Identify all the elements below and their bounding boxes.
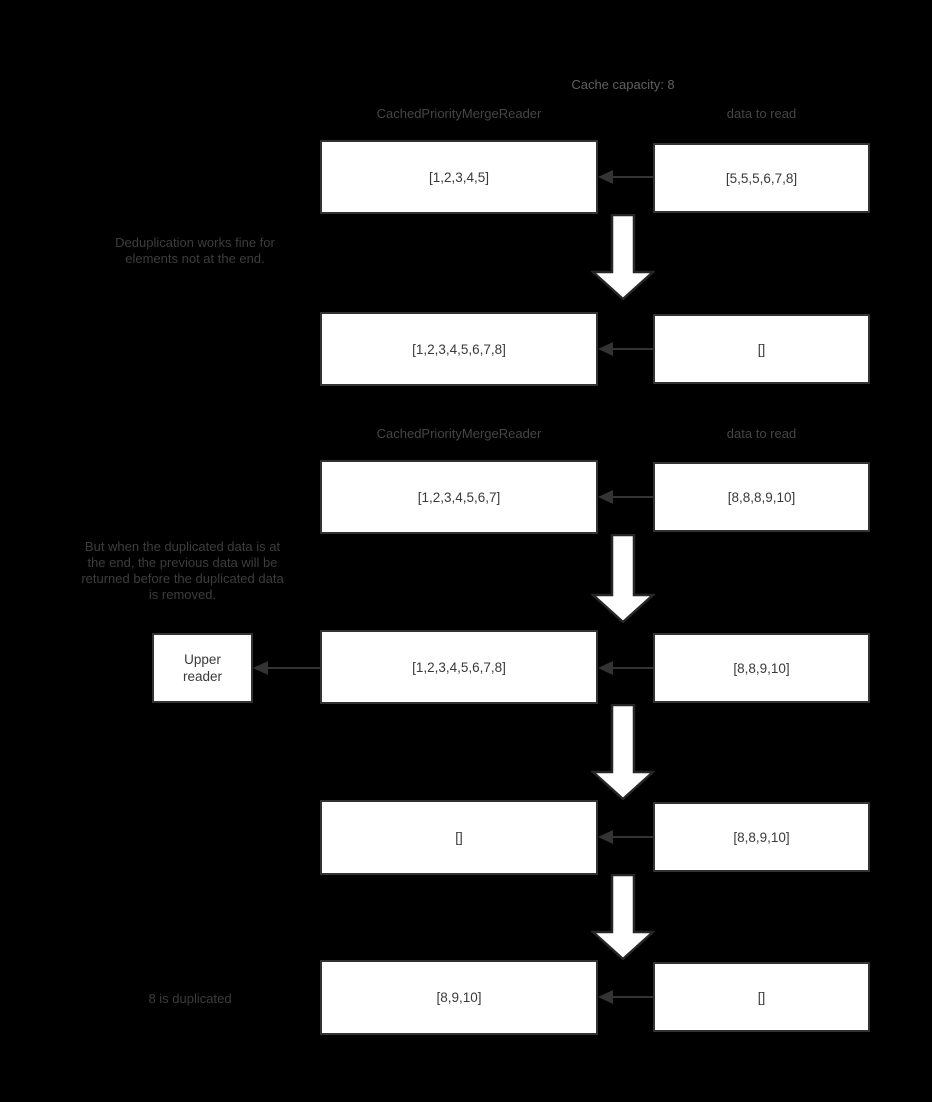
cache-capacity-label: Cache capacity: 8 xyxy=(571,77,675,92)
left-arrow-icon xyxy=(598,170,655,184)
reader-column-label: CachedPriorityMergeReader xyxy=(376,426,542,441)
data-column-label: data to read xyxy=(726,426,797,441)
reader-box: [1,2,3,4,5,6,7,8] xyxy=(320,630,598,704)
down-arrow-icon xyxy=(591,534,655,623)
upper-reader-box: Upper reader xyxy=(152,633,253,703)
left-arrow-icon xyxy=(253,661,320,675)
data-box: [] xyxy=(653,314,870,384)
data-box: [8,8,8,9,10] xyxy=(653,462,870,532)
left-arrow-icon xyxy=(598,490,655,504)
reader-box: [1,2,3,4,5,6,7] xyxy=(320,460,598,534)
data-box: [8,8,9,10] xyxy=(653,633,870,703)
left-arrow-icon xyxy=(598,830,655,844)
left-arrow-icon xyxy=(598,342,655,356)
annotation-text: Deduplication works fine for elements no… xyxy=(115,235,275,266)
down-arrow-icon xyxy=(591,874,655,960)
reader-box: [] xyxy=(320,800,598,875)
data-box: [5,5,5,6,7,8] xyxy=(653,143,870,213)
reader-box: [8,9,10] xyxy=(320,960,598,1035)
annotation-text: 8 is duplicated xyxy=(148,991,232,1006)
data-box: [8,8,9,10] xyxy=(653,802,870,872)
annotation-text: But when the duplicated data is at the e… xyxy=(81,539,284,602)
reader-box: [1,2,3,4,5] xyxy=(320,140,598,214)
reader-column-label: CachedPriorityMergeReader xyxy=(376,106,542,121)
data-box: [] xyxy=(653,962,870,1032)
data-column-label: data to read xyxy=(726,106,797,121)
left-arrow-icon xyxy=(598,990,655,1004)
down-arrow-icon xyxy=(591,704,655,800)
reader-box: [1,2,3,4,5,6,7,8] xyxy=(320,312,598,386)
down-arrow-icon xyxy=(591,214,655,300)
left-arrow-icon xyxy=(598,661,655,675)
